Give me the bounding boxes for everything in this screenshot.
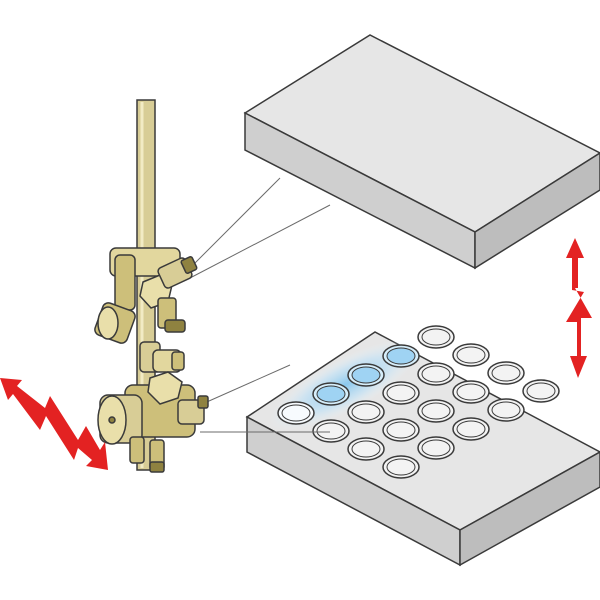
lower-knob-center — [108, 416, 116, 424]
lower-nozzle-assembly — [97, 371, 209, 473]
well-inner-rim — [421, 328, 451, 346]
well-plate — [245, 325, 600, 567]
top-plate-side-face — [474, 152, 600, 270]
well-grid — [277, 325, 560, 479]
well-inner-rim — [456, 420, 486, 438]
well-plate-side-face — [459, 451, 600, 567]
well-inner-rim — [316, 422, 346, 440]
well-inner-rim — [456, 383, 486, 401]
lower-drain-end — [149, 461, 165, 473]
upper-nozzle-tip — [180, 256, 198, 274]
lower-nozzle-tip — [197, 395, 209, 409]
well-inner-rim — [351, 366, 381, 384]
well — [417, 436, 455, 460]
well — [312, 419, 350, 443]
well — [487, 398, 525, 422]
well-inner-rim — [316, 385, 346, 403]
well-inner-rim — [386, 347, 416, 365]
upper-spray-line-b — [189, 204, 331, 279]
well — [382, 381, 420, 405]
well-inner-rim — [421, 439, 451, 457]
well — [417, 399, 455, 423]
connector-fitting — [139, 341, 185, 373]
well — [347, 400, 385, 424]
upper-clamp-bar — [114, 254, 136, 311]
lower-drain-a — [129, 436, 145, 464]
well — [452, 417, 490, 441]
upper-spray-line-a — [189, 177, 281, 269]
upper-knob-face — [97, 306, 119, 340]
well — [487, 361, 525, 385]
well-inner-rim — [351, 403, 381, 421]
well — [417, 325, 455, 349]
well-inner-rim — [526, 382, 556, 400]
well-inner-rim — [491, 364, 521, 382]
well-inner-rim — [421, 402, 451, 420]
well-inner-rim — [386, 421, 416, 439]
well — [452, 380, 490, 404]
upper-nozzle-assembly — [94, 247, 198, 344]
connector-arm-end — [171, 351, 185, 371]
upper-fitting-end — [164, 319, 186, 333]
well-inner-rim — [421, 365, 451, 383]
well — [382, 455, 420, 479]
well-inner-rim — [386, 384, 416, 402]
well — [347, 437, 385, 461]
well-inner-rim — [281, 404, 311, 422]
diagonal-double-arrow-icon — [0, 378, 108, 470]
well — [382, 418, 420, 442]
well-inner-rim — [386, 458, 416, 476]
sprayed-well — [277, 401, 315, 425]
well — [417, 362, 455, 386]
well-inner-rim — [456, 346, 486, 364]
well — [452, 343, 490, 367]
well-inner-rim — [491, 401, 521, 419]
spray-lines — [189, 177, 331, 433]
vertical-double-arrow-icon — [566, 238, 592, 378]
lower-spray-line-a — [199, 364, 291, 406]
well-inner-rim — [351, 440, 381, 458]
well — [522, 379, 560, 403]
lower-hex-nut — [147, 371, 183, 405]
top-plate — [243, 34, 600, 270]
